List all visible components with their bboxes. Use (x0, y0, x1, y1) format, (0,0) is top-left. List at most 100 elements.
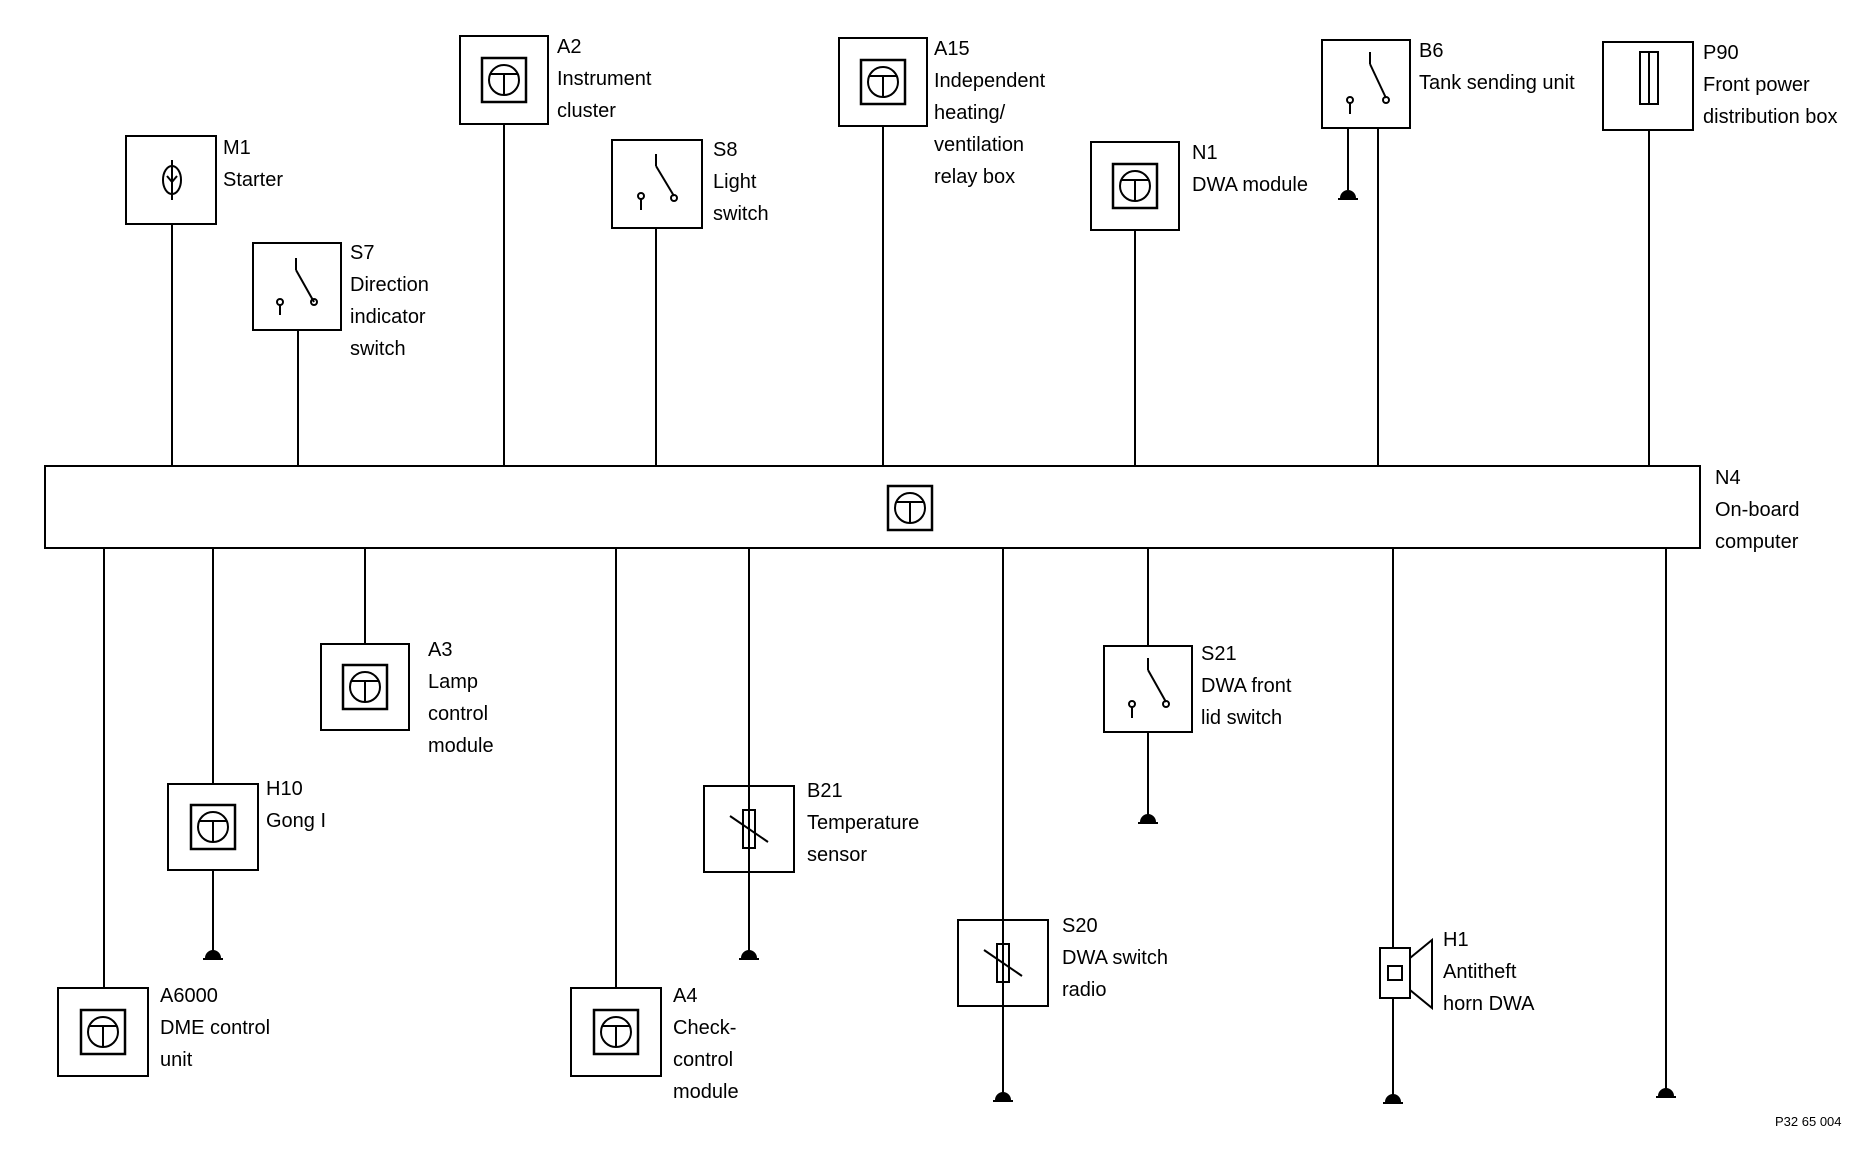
switch-icon (1346, 52, 1390, 114)
label-m1: M1 Starter (223, 137, 283, 191)
label-s20: S20 DWA switch radio (1062, 915, 1168, 1001)
desc-n4-line2: computer (1715, 531, 1799, 553)
code-a6000: A6000 (160, 985, 218, 1007)
label-h1: H1 Antitheft horn DWA (1443, 929, 1535, 1015)
code-n4: N4 (1715, 467, 1741, 489)
desc-a4-line2: control (673, 1049, 733, 1071)
code-h10: H10 (266, 778, 303, 800)
desc-a6000-line2: unit (160, 1049, 193, 1071)
desc-s7-line3: switch (350, 338, 406, 360)
fuse-icon (1639, 51, 1659, 105)
ground-symbol-h10 (203, 950, 223, 960)
label-n4: N4 On-board computer (1715, 467, 1800, 553)
desc-a2-line1: Instrument (557, 68, 652, 90)
switch-icon (276, 258, 318, 315)
horn-icon (1379, 937, 1433, 1011)
desc-b21-line1: Temperature (807, 812, 919, 834)
code-m1: M1 (223, 137, 251, 159)
desc-s21-line2: lid switch (1201, 707, 1282, 729)
label-a2: A2 Instrument cluster (557, 36, 652, 122)
ground-symbol-b6 (1338, 190, 1358, 200)
desc-n1-line1: DWA module (1192, 174, 1308, 196)
code-a2: A2 (557, 36, 581, 58)
ground-symbol-s21 (1138, 814, 1158, 824)
component-b21 (703, 785, 795, 873)
switch-icon (637, 154, 678, 210)
labels: M1 Starter S7 Direction indicator switch… (160, 36, 1842, 1129)
label-p90: P90 Front power distribution box (1703, 42, 1838, 128)
component-s21 (1103, 645, 1193, 733)
desc-h10-line1: Gong I (266, 810, 326, 832)
desc-a3-line1: Lamp (428, 671, 478, 693)
bus-onboard-computer (44, 465, 1701, 549)
component-a4 (570, 987, 662, 1077)
desc-s8-line2: switch (713, 203, 769, 225)
desc-n4-line1: On-board (1715, 499, 1800, 521)
module-icon (480, 56, 528, 104)
label-s21: S21 DWA front lid switch (1201, 643, 1292, 729)
component-s8 (611, 139, 703, 229)
code-a4: A4 (673, 985, 697, 1007)
desc-s21-line1: DWA front (1201, 675, 1292, 697)
desc-a3-line3: module (428, 735, 494, 757)
code-s20: S20 (1062, 915, 1098, 937)
desc-b21-line2: sensor (807, 844, 867, 866)
variable-resistor-icon (729, 786, 769, 872)
component-a3 (320, 643, 410, 731)
desc-p90-line2: distribution box (1703, 106, 1838, 128)
code-s21: S21 (1201, 643, 1237, 665)
desc-a6000-line1: DME control (160, 1017, 270, 1039)
component-n1 (1090, 141, 1180, 231)
desc-p90-line1: Front power (1703, 74, 1810, 96)
module-icon (79, 1008, 127, 1056)
desc-m1-line1: Starter (223, 169, 283, 191)
code-s7: S7 (350, 242, 374, 264)
label-n1: N1 DWA module (1192, 142, 1308, 196)
component-a15 (838, 37, 928, 127)
motor-icon (162, 160, 182, 200)
desc-a15-line1: Independent (934, 70, 1046, 92)
desc-a15-line2: heating/ (934, 102, 1006, 124)
desc-a3-line2: control (428, 703, 488, 725)
ground-symbol-b21 (739, 950, 759, 960)
component-h10 (167, 783, 259, 871)
desc-s8-line1: Light (713, 171, 757, 193)
code-h1: H1 (1443, 929, 1469, 951)
label-a6000: A6000 DME control unit (160, 985, 270, 1071)
label-h10: H10 Gong I (266, 778, 326, 832)
ground-symbol-h1 (1383, 1094, 1403, 1104)
component-s7 (252, 242, 342, 331)
code-p90: P90 (1703, 42, 1739, 64)
code-a15: A15 (934, 38, 970, 60)
component-p90 (1602, 41, 1694, 131)
module-icon (592, 1008, 640, 1056)
code-b6: B6 (1419, 40, 1443, 62)
label-a4: A4 Check- control module (673, 985, 739, 1103)
desc-a15-line3: ventilation (934, 134, 1024, 156)
desc-h1-line2: horn DWA (1443, 993, 1535, 1015)
component-m1 (125, 135, 217, 225)
desc-s7-line1: Direction (350, 274, 429, 296)
label-s8: S8 Light switch (713, 139, 769, 225)
module-icon (859, 58, 907, 106)
desc-a2-line2: cluster (557, 100, 616, 122)
desc-b6-line1: Tank sending unit (1419, 72, 1575, 94)
desc-s20-line1: DWA switch (1062, 947, 1168, 969)
label-b6: B6 Tank sending unit (1419, 40, 1575, 94)
component-a6000 (57, 987, 149, 1077)
desc-a4-line1: Check- (673, 1017, 736, 1039)
code-b21: B21 (807, 780, 843, 802)
component-b6 (1321, 39, 1411, 129)
module-icon (1111, 162, 1159, 210)
component-a2 (459, 35, 549, 125)
reference-code: P32 65 004 (1775, 1114, 1842, 1129)
variable-resistor-icon (983, 920, 1023, 1006)
desc-h1-line1: Antitheft (1443, 961, 1517, 983)
module-icon (189, 803, 237, 851)
desc-a15-line4: relay box (934, 166, 1015, 188)
module-icon (341, 663, 389, 711)
label-s7: S7 Direction indicator switch (350, 242, 429, 360)
bus-module-icon (886, 484, 934, 532)
ground-symbol-s20 (993, 1092, 1013, 1102)
